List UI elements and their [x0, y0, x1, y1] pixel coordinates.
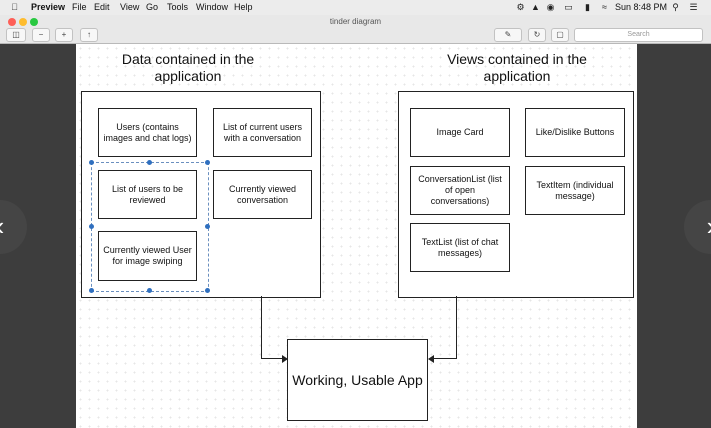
- search-input[interactable]: Search: [574, 28, 703, 42]
- zoom-out-icon[interactable]: −: [32, 28, 50, 42]
- status-icon-2[interactable]: ▲: [531, 2, 540, 12]
- menu-file[interactable]: File: [72, 2, 87, 12]
- selection-rectangle[interactable]: [91, 162, 209, 292]
- status-icon-3[interactable]: ◉: [546, 2, 555, 12]
- connector-right: [433, 358, 457, 359]
- status-icon-1[interactable]: ⚙: [516, 2, 525, 12]
- menu-help[interactable]: Help: [234, 2, 253, 12]
- selection-handle[interactable]: [89, 160, 94, 165]
- list-icon[interactable]: ☰: [689, 2, 698, 12]
- connector-right: [456, 296, 457, 359]
- sidebar-icon[interactable]: ◫: [6, 28, 26, 42]
- view-box-like-dislike[interactable]: Like/Dislike Buttons: [525, 108, 625, 157]
- menubar-clock[interactable]: Sun 8:48 PM: [615, 2, 668, 12]
- display-icon[interactable]: ▭: [564, 2, 573, 12]
- menu-window[interactable]: Window: [196, 2, 229, 12]
- menu-go[interactable]: Go: [146, 2, 159, 12]
- selection-handle[interactable]: [89, 224, 94, 229]
- view-box-conversation-list[interactable]: ConversationList (list of open conversat…: [410, 166, 510, 215]
- selection-handle[interactable]: [147, 160, 152, 165]
- rotate-icon[interactable]: ↻: [528, 28, 546, 42]
- battery-icon[interactable]: ▮: [585, 2, 590, 12]
- zoom-in-icon[interactable]: +: [55, 28, 73, 42]
- close-window-button[interactable]: [8, 18, 16, 26]
- selection-handle[interactable]: [205, 288, 210, 293]
- view-box-text-item[interactable]: TextItem (individual message): [525, 166, 625, 215]
- data-box-users[interactable]: Users (contains images and chat logs): [98, 108, 197, 157]
- data-box-users-to-review[interactable]: List of users to be reviewed: [98, 170, 197, 219]
- zoom-window-button[interactable]: [30, 18, 38, 26]
- menu-view[interactable]: View: [120, 2, 140, 12]
- view-box-text-list[interactable]: TextList (list of chat messages): [410, 223, 510, 272]
- data-heading: Data contained in the application: [121, 51, 255, 84]
- arrowhead-left: [282, 355, 288, 363]
- menu-bar:  Preview File Edit View Go Tools Window…: [0, 0, 711, 16]
- markup-icon[interactable]: ✎: [494, 28, 522, 42]
- share-icon[interactable]: ↑: [80, 28, 98, 42]
- selection-handle[interactable]: [205, 224, 210, 229]
- next-arrow-icon[interactable]: ›: [684, 200, 711, 254]
- data-box-current-user[interactable]: Currently viewed User for image swiping: [98, 231, 197, 281]
- search-icon[interactable]: ⚲: [672, 2, 679, 12]
- selection-handle[interactable]: [89, 288, 94, 293]
- menu-tools[interactable]: Tools: [167, 2, 189, 12]
- selection-handle[interactable]: [205, 160, 210, 165]
- previous-arrow-icon[interactable]: ‹: [0, 200, 27, 254]
- apple-icon[interactable]: : [9, 2, 20, 12]
- selection-handle[interactable]: [147, 288, 152, 293]
- menu-app-preview[interactable]: Preview: [31, 2, 66, 12]
- diagram-page: Data contained in the application Views …: [76, 44, 637, 428]
- document-canvas: Data contained in the application Views …: [0, 44, 711, 428]
- data-box-current-users[interactable]: List of current users with a conversatio…: [213, 108, 312, 157]
- toolbox-icon[interactable]: ▢: [551, 28, 569, 42]
- minimize-window-button[interactable]: [19, 18, 27, 26]
- view-box-image-card[interactable]: Image Card: [410, 108, 510, 157]
- connector-left: [261, 296, 262, 359]
- final-app-box[interactable]: Working, Usable App: [287, 339, 428, 421]
- views-heading: Views contained in the application: [447, 51, 587, 84]
- menu-edit[interactable]: Edit: [94, 2, 110, 12]
- window-titlebar: tinder diagram ◫ − + ↑ ✎ ↻ ▢ Search: [0, 15, 711, 44]
- window-title: tinder diagram: [329, 17, 382, 26]
- data-box-current-conversation[interactable]: Currently viewed conversation: [213, 170, 312, 219]
- arrowhead-right: [428, 355, 434, 363]
- connector-left: [261, 358, 284, 359]
- wifi-icon[interactable]: ≈: [602, 2, 607, 12]
